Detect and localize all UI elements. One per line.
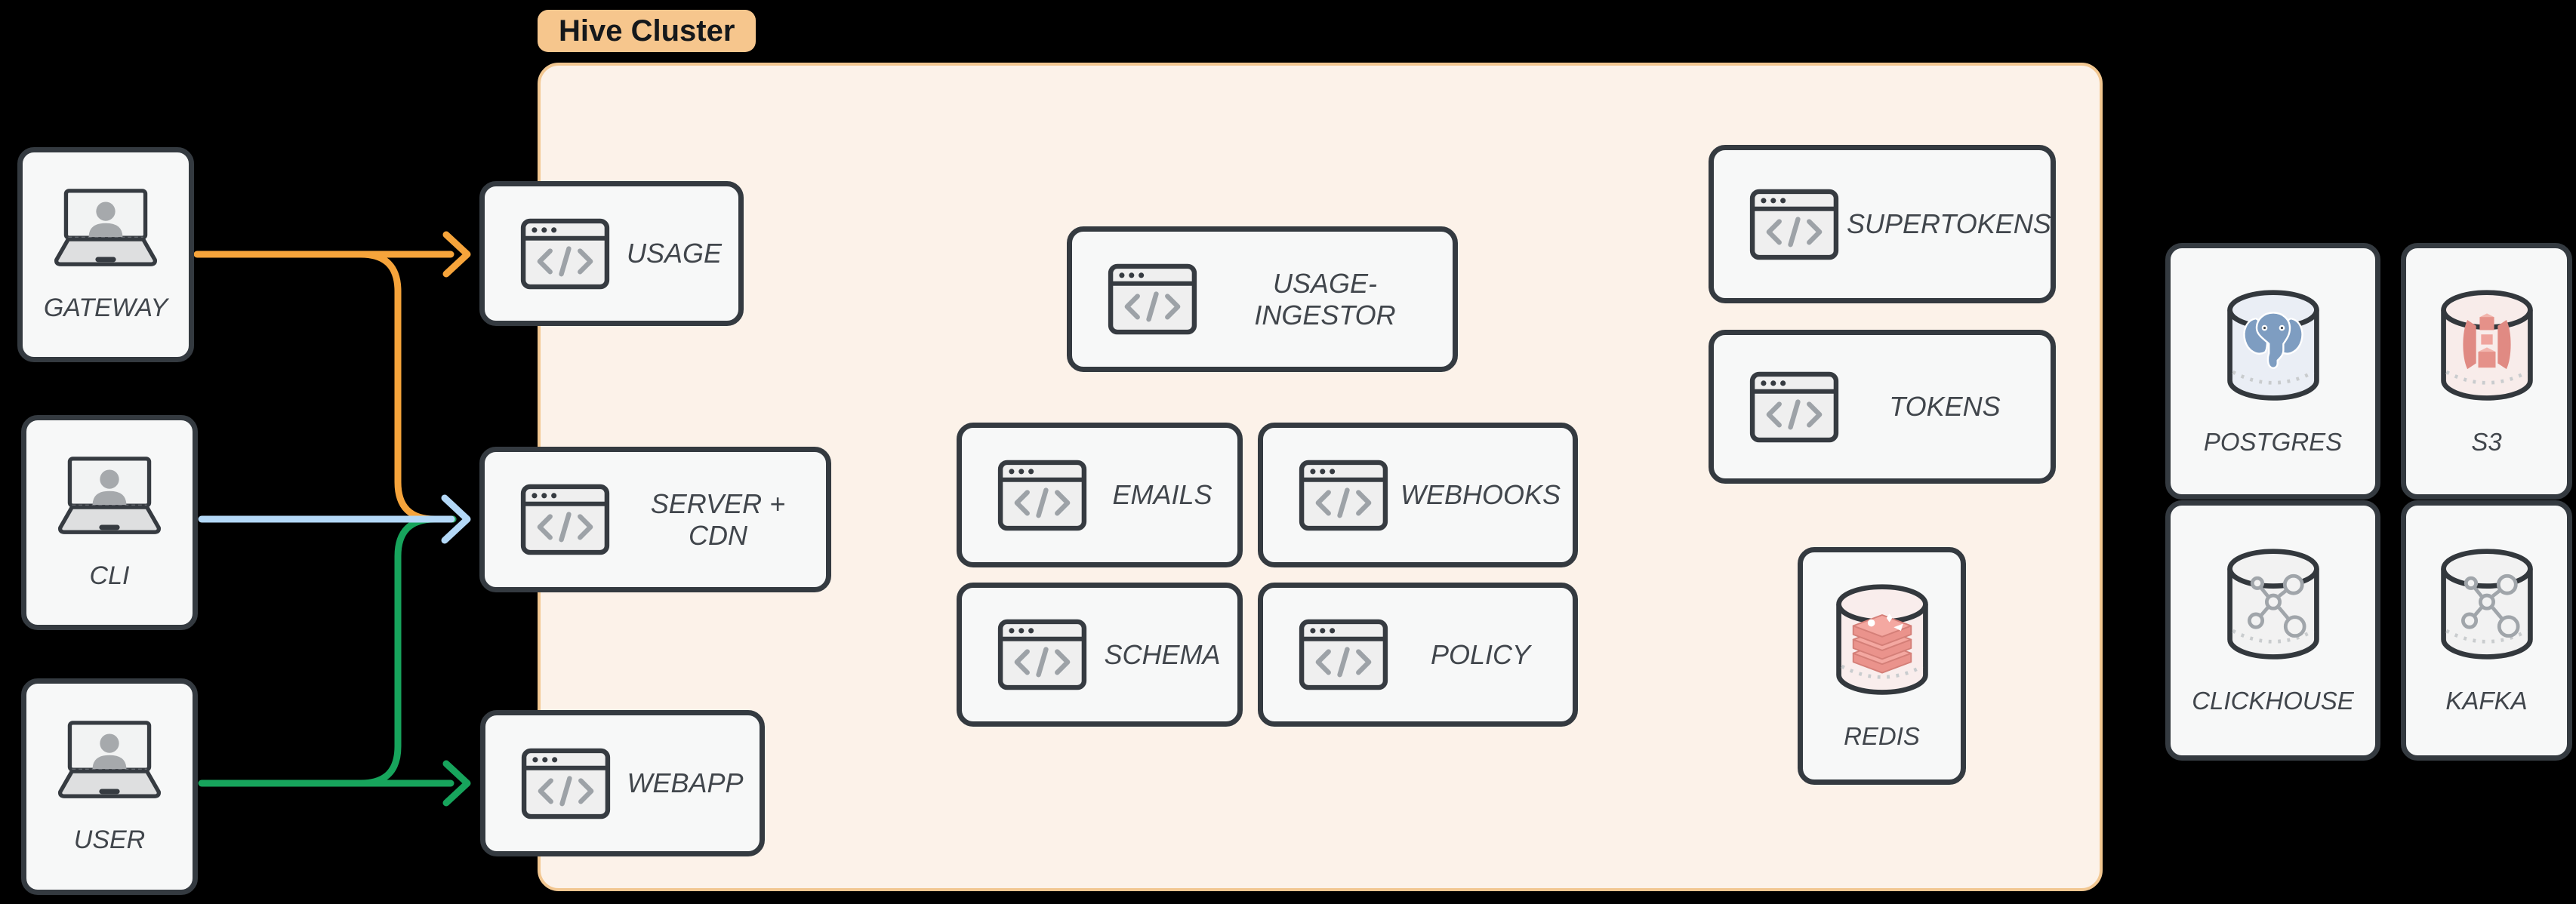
edge-gateway-to-usage-arrowhead [442, 231, 471, 278]
cluster-badge: Hive Cluster [538, 10, 756, 52]
node-user: USER [21, 678, 198, 895]
edge-cli-to-server-cdn-arrowhead [441, 494, 471, 544]
node-label: EMAILS [1112, 479, 1213, 510]
node-label: USAGE-INGESTOR [1254, 267, 1396, 331]
postgres-database-icon [2223, 287, 2324, 405]
node-label: WEBAPP [627, 767, 744, 798]
node-label: POLICY [1430, 638, 1531, 670]
browser-code-icon [997, 460, 1087, 531]
kafka-database-icon [2436, 546, 2537, 664]
node-emails: EMAILS [957, 423, 1243, 567]
node-label: TOKENS [1889, 391, 2001, 422]
node-webhooks: WEBHOOKS [1258, 423, 1578, 567]
node-label: KAFKA [2445, 687, 2528, 715]
node-usage-ingestor: USAGE-INGESTOR [1067, 226, 1458, 372]
s3-database-icon [2436, 287, 2537, 405]
node-label: CLI [89, 561, 130, 590]
edge-user-to-webapp-arrowhead [442, 760, 471, 807]
node-schema: SCHEMA [957, 583, 1243, 727]
browser-code-icon [1108, 263, 1197, 335]
edge-gateway-to-server-cdn [357, 251, 457, 523]
node-label: SCHEMA [1104, 638, 1221, 670]
node-redis: REDIS [1798, 547, 1966, 785]
node-label: POSTGRES [2203, 427, 2343, 456]
browser-code-icon [1749, 371, 1839, 443]
node-tokens: TOKENS [1709, 330, 2056, 484]
node-label: SUPERTOKENS [1847, 208, 2051, 239]
browser-code-icon [521, 748, 611, 819]
node-clickhouse: CLICKHOUSE [2165, 500, 2380, 761]
node-label: SERVER + CDN [650, 487, 786, 551]
node-label: USAGE [626, 238, 723, 269]
node-webapp: WEBAPP [480, 710, 765, 856]
node-label: REDIS [1844, 722, 1920, 750]
node-label: GATEWAY [43, 293, 168, 322]
laptop-user-icon [47, 187, 165, 269]
edge-user-to-server-cdn [357, 515, 457, 787]
node-label: WEBHOOKS [1400, 479, 1561, 510]
node-kafka: KAFKA [2401, 500, 2572, 761]
node-s3: S3 [2401, 243, 2572, 500]
node-label: S3 [2471, 427, 2502, 456]
browser-code-icon [520, 484, 610, 555]
browser-code-icon [1299, 619, 1388, 690]
browser-code-icon [997, 619, 1087, 690]
node-label: USER [73, 825, 146, 854]
laptop-user-icon [51, 455, 168, 537]
node-server-cdn: SERVER + CDN [479, 447, 831, 592]
browser-code-icon [1299, 460, 1388, 531]
node-usage: USAGE [479, 181, 744, 326]
laptop-user-icon [51, 719, 168, 801]
node-postgres: POSTGRES [2165, 243, 2380, 500]
redis-database-icon [1832, 581, 1933, 700]
node-supertokens: SUPERTOKENS [1709, 145, 2056, 303]
node-cli: CLI [21, 415, 198, 630]
clickhouse-database-icon [2223, 546, 2324, 664]
node-policy: POLICY [1258, 583, 1578, 727]
node-gateway: GATEWAY [17, 147, 194, 362]
browser-code-icon [1749, 189, 1839, 260]
node-label: CLICKHOUSE [2192, 687, 2354, 715]
browser-code-icon [520, 218, 610, 290]
